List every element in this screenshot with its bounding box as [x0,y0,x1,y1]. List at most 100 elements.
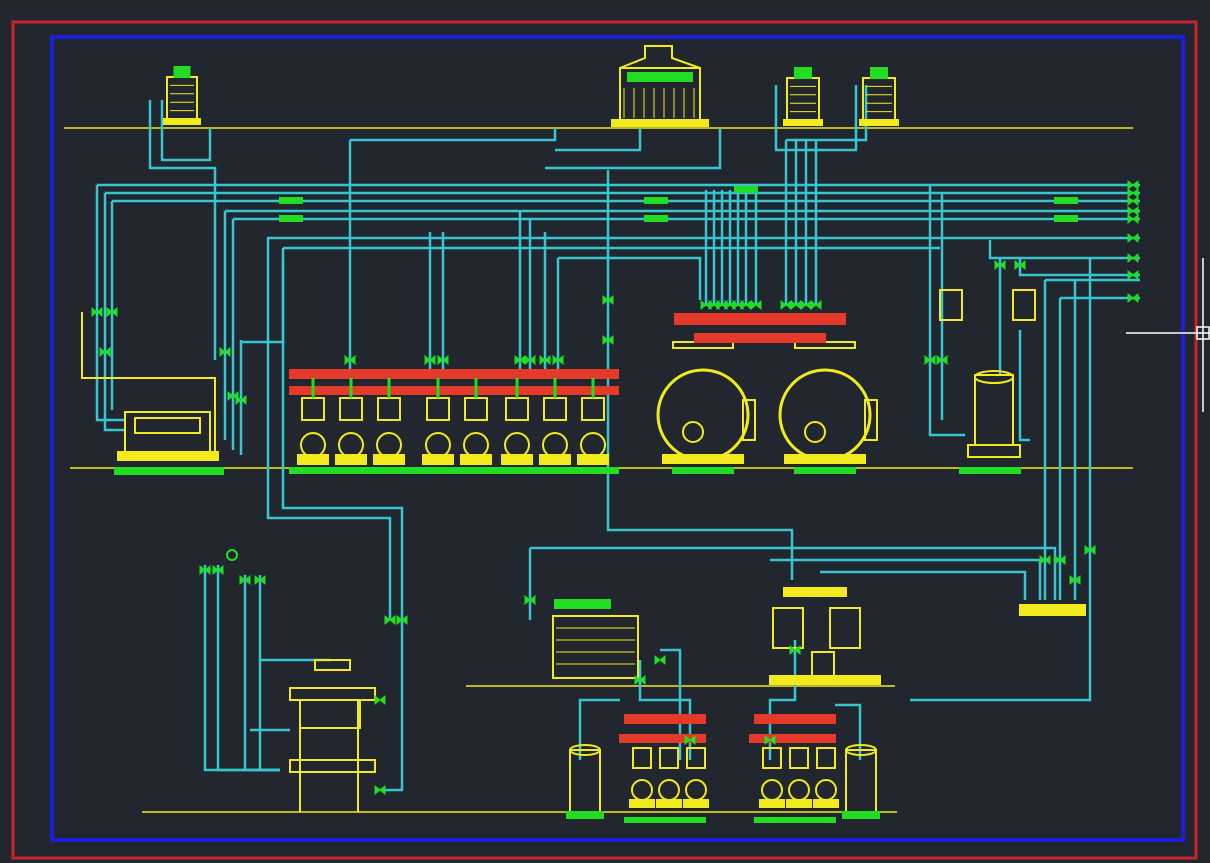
pump-group-1-tag [289,467,415,474]
pressure-vessel-right-top [845,744,877,756]
pipe-boiler-feed-1 [558,256,702,300]
pipe-riser-left-2 [103,193,125,432]
pipe-exchanger-supply-3 [258,575,280,772]
cooling-tower-main [611,45,709,127]
valve-symbol [1054,554,1066,566]
valve-symbol [789,644,801,656]
valve-symbol [750,299,762,311]
exchanger-cap [314,659,351,671]
valve-header-end [1127,179,1139,191]
valve-symbol [424,354,436,366]
boiler-header-top [674,313,846,325]
pipe-expansion-1 [928,185,965,437]
pipe-vessel-left [578,698,620,760]
boiler-header-bottom [694,333,826,343]
pipe-tower-main-drop [555,128,642,152]
pump-group-3-pump-base [539,454,571,465]
pump-group-2-header-bottom [414,386,502,395]
valve-symbol [396,614,408,626]
valve-header-end [1127,252,1139,264]
cooling-tower-right-a-base [783,119,823,126]
pump-group-3-tag [493,467,619,474]
cooling-tower-right-b-base [859,119,899,126]
pump-group-3-header-top [493,369,619,379]
pipe-tag [279,197,303,204]
boiler-1-burner [682,421,704,443]
tower-main-basin [611,119,709,127]
crosshair-cursor[interactable] [1126,258,1210,412]
valve-symbol [254,574,266,586]
softener-header [783,587,847,597]
hx-base [117,451,219,461]
pump-group-4 [619,714,709,823]
pipe-expansion-4 [1018,330,1030,442]
pipe-bypass-left [81,312,216,460]
valve-symbol [634,674,646,686]
valve-symbol [437,354,449,366]
water-tank [552,599,639,679]
pump-group-5-base [759,799,785,808]
valve-symbol [684,734,696,746]
valve-symbol [552,354,564,366]
pipe-network [81,85,1140,792]
cooling-tower-left [163,66,201,125]
pump-group-3-pump-base [501,454,533,465]
pump-group-3-pump-base [577,454,609,465]
expansion-tank-top [974,370,1014,384]
pipe-exchanger-return [281,260,404,792]
pump-group-5-header-bottom [749,734,836,743]
valve-symbol [539,354,551,366]
valve-symbol [936,354,948,366]
pump-group-5-base [813,799,839,808]
valve-symbol [764,734,776,746]
hx-tag [114,467,224,475]
water-tank-tag [554,599,611,609]
exchanger-bottom [289,759,376,773]
cooling-tower-right-a [783,67,823,126]
valve-symbol [239,574,251,586]
valve-header-end [1127,205,1139,217]
softener-a [772,607,804,649]
pump-group-1-pump-base [335,454,367,465]
pump-group-1-pump-base [373,454,405,465]
valve-symbol [524,594,536,606]
pump-group-2-pump-base [460,454,492,465]
pump-group-5-motor [816,747,836,769]
pipe-tag [1054,215,1078,222]
exchanger-gauge [226,549,238,561]
pipe-tower-right-link [774,85,858,152]
pipe-exchanger-feed [266,238,392,620]
pump-group-5 [749,714,839,823]
pump-group-4-base [683,799,709,808]
pressure-vessel-left [566,744,604,819]
pipe-tag [734,186,758,193]
valve-header-end [1127,187,1139,199]
valve-symbol [924,354,936,366]
boiler-1-control [742,399,756,441]
valve-header-end [1127,232,1139,244]
boiler-1 [656,341,756,474]
valve-symbol [1014,259,1026,271]
pump-group-2-tag [414,467,502,474]
pump-group-2 [414,369,502,474]
pressure-vessel-right [842,744,880,819]
valve-symbol [1084,544,1096,556]
pipe-tower-left-supply [160,100,212,162]
pipe-lower-header-1 [530,546,1057,600]
pump-group-4-tag [624,817,706,823]
pump-group-5-motor [789,747,809,769]
valve-symbol [654,654,666,666]
water-tank-body [552,615,639,679]
crosshair-pickbox [1196,326,1210,340]
boiler-1-base [662,454,744,464]
heat-exchanger-unit [114,411,224,475]
valve-symbol [1069,574,1081,586]
cooling-tower-left-base [163,118,201,125]
valve-symbol [524,354,536,366]
pump-group-4-motor [632,747,652,769]
cooling-tower-right-b [859,67,899,126]
expansion-valve-a [939,289,963,321]
valve-symbol [99,346,111,358]
